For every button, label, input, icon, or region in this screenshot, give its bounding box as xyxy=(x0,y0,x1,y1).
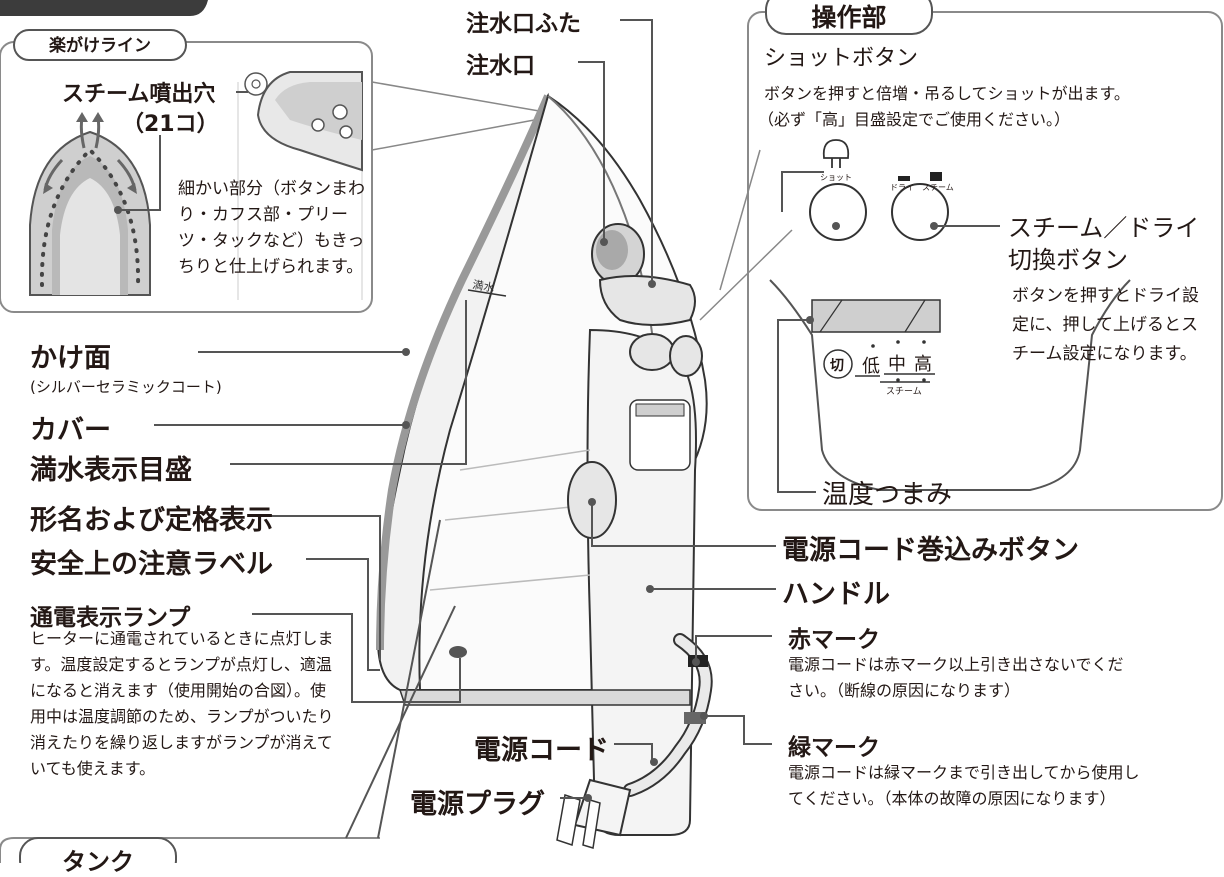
shot-icon-label: ショット xyxy=(820,173,852,182)
leader-safety-label xyxy=(306,558,380,671)
soleplate-note: (シルバーセラミックコート) xyxy=(30,378,222,396)
soleplate-tip-illustration xyxy=(29,112,151,296)
steam-dry-button-label-1: スチーム／ドライ xyxy=(1008,214,1200,242)
steam-holes-leader-dot xyxy=(114,206,122,214)
dry-icon-label: ドライ xyxy=(890,183,914,192)
tank-inset-frame xyxy=(0,837,380,863)
dial-low: 低 xyxy=(862,356,880,377)
cover-label: カバー xyxy=(30,415,111,446)
tab-easy-line-shape xyxy=(13,29,187,61)
filler-lid-label: 注水口ふた xyxy=(466,11,581,37)
red-mark-description: 電源コードは赤マーク以上引き出さないでください。（断線の原因になります） xyxy=(788,655,1124,700)
iron-illustration xyxy=(376,92,708,836)
power-lamp-description: ヒーターに通電されているときに点灯します。温度設定するとランプが点灯し、適温にな… xyxy=(30,629,334,778)
leader-cord-button xyxy=(591,504,776,547)
leader-tank-2 xyxy=(377,519,441,839)
power-lamp-label: 通電表示ランプ xyxy=(30,605,191,631)
cord-button-label: 電源コード巻込みボタン xyxy=(782,535,1079,566)
control-inset-connector xyxy=(699,149,793,321)
temp-knob-label: 温度つまみ xyxy=(822,480,953,510)
tab-control: 操作部 xyxy=(811,3,887,32)
leader-power-cord xyxy=(614,743,653,760)
steam-dry-description: ボタンを押すとドライ設定に、押して上げるとスチーム設定になります。 xyxy=(1012,286,1199,364)
iron-full-water-text: 満水 xyxy=(471,278,495,295)
power-cord-label: 電源コード xyxy=(474,735,609,766)
shot-description-1: ボタンを押すと倍増・吊るしてショットが出ます。 xyxy=(764,84,1130,103)
leader-water-gauge xyxy=(230,300,467,465)
power-plug-label: 電源プラグ xyxy=(410,789,545,820)
leader-red-mark xyxy=(695,635,772,660)
tab-tank-shape xyxy=(19,837,177,863)
steam-dry-button-label-2: 切換ボタン xyxy=(1008,246,1128,274)
leader-lines xyxy=(154,19,1000,839)
steam-holes-leader xyxy=(120,91,248,211)
leader-model-label xyxy=(258,515,381,660)
dial-steam: スチーム xyxy=(886,387,922,397)
tab-easy-line: 楽がけライン xyxy=(49,36,151,56)
shot-button-label: ショットボタン xyxy=(764,46,919,71)
filler-label: 注水口 xyxy=(466,53,535,79)
tab-tank: タンク xyxy=(62,848,134,876)
handle-label: ハンドル xyxy=(782,579,890,610)
leader-filler-lid xyxy=(620,19,653,282)
easy-line-description: 細かい部分（ボタンまわり・カフス部・プリーツ・タックなど）もきっちりと仕上げられ… xyxy=(178,179,365,277)
shot-description-2: （必ず「高」目盛設定でご使用ください。） xyxy=(758,110,1071,129)
safety-label-label: 安全上の注意ラベル xyxy=(30,549,273,580)
tab-top-left xyxy=(0,0,208,16)
model-label-label: 形名および定格表示 xyxy=(30,505,273,536)
leader-shot-button xyxy=(781,171,824,212)
tab-control-shape xyxy=(765,0,933,35)
control-panel-illustration xyxy=(769,139,1131,491)
inset-connector xyxy=(371,81,546,151)
water-gauge-label: 満水表示目盛 xyxy=(30,455,192,486)
soleplate-label: かけ面 xyxy=(30,343,111,374)
leader-temp-knob xyxy=(777,319,816,493)
control-inset-frame xyxy=(747,11,1223,511)
dial-mid: 中 xyxy=(888,354,906,375)
leader-green-mark xyxy=(704,715,772,745)
leader-dots xyxy=(402,222,938,802)
leader-power-lamp xyxy=(252,613,461,703)
dial-off: 切 xyxy=(830,358,844,374)
soleplate-closeup xyxy=(237,71,363,300)
red-mark-label: 赤マーク xyxy=(788,627,880,653)
steam-icon-label: スチーム xyxy=(922,183,954,192)
leader-filler xyxy=(578,61,605,240)
steam-holes-count: （21コ） xyxy=(122,112,219,137)
steam-holes-label: スチーム噴出穴 xyxy=(62,82,216,107)
green-mark-description: 電源コードは緑マークまで引き出してから使用してください。（本体の故障の原因になり… xyxy=(788,763,1140,808)
dial-high: 高 xyxy=(914,354,932,375)
green-mark-label: 緑マーク xyxy=(788,735,880,761)
